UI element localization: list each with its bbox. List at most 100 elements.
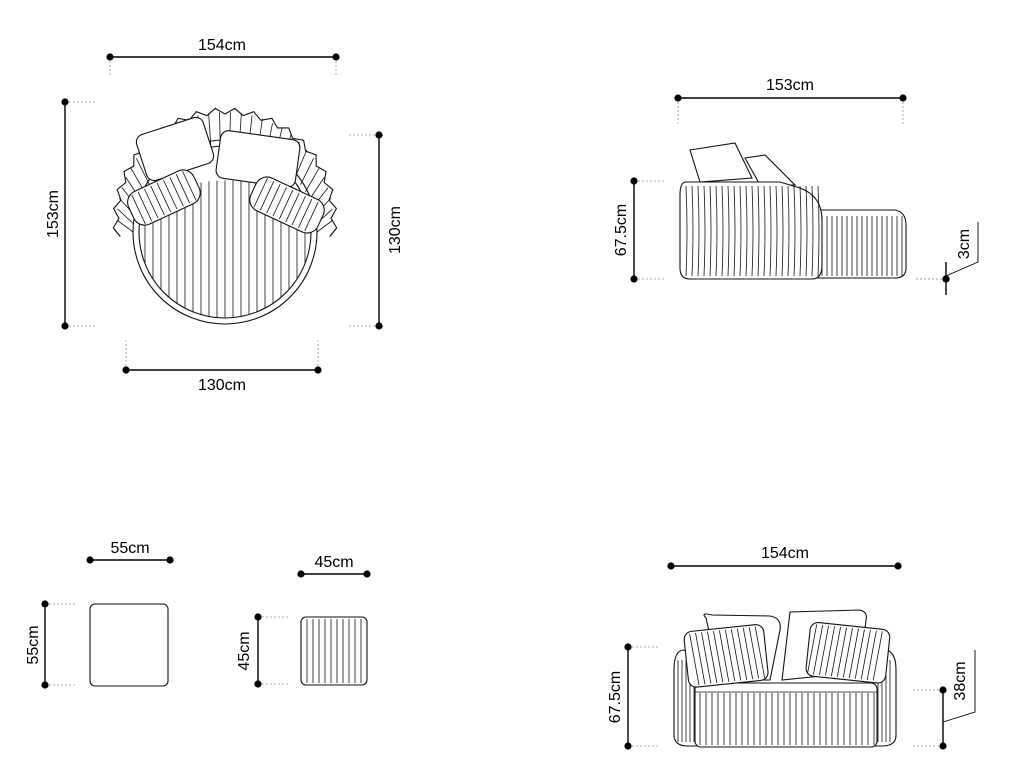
- side-view-chair: [679, 142, 907, 280]
- top-base-width-label: 130cm: [198, 377, 246, 394]
- cushion-body: [249, 176, 325, 234]
- ring-rib: [117, 208, 134, 224]
- cushion-rib: [848, 628, 859, 679]
- side-seat-front: [814, 209, 907, 279]
- dimension-dot: [375, 322, 383, 330]
- dimension-vertical: [630, 177, 664, 283]
- side-rib: [697, 185, 700, 277]
- furniture-drawings: [89, 107, 907, 748]
- dimension-dot: [41, 681, 49, 689]
- rolled-cushion-left: [127, 169, 201, 226]
- side-rib: [775, 185, 778, 277]
- cushion-rib: [298, 198, 313, 229]
- dimension-dot: [254, 680, 262, 688]
- cushion-body: [683, 624, 769, 688]
- cushion-rib: [836, 627, 847, 677]
- cushion-rib: [144, 188, 159, 219]
- front-height-label: 67.5cm: [607, 671, 624, 723]
- side-rolled-cushion: [744, 154, 797, 186]
- side-rib: [745, 185, 748, 277]
- side-height-label: 67.5cm: [613, 204, 630, 256]
- side-rib: [703, 185, 706, 277]
- dimension-dot: [332, 53, 340, 61]
- dimension-dot: [166, 556, 174, 564]
- side-rib: [751, 185, 754, 277]
- ring-rib: [309, 177, 325, 200]
- cushion-rib: [131, 194, 146, 225]
- dimension-dot: [667, 562, 675, 570]
- rolled-cushion-right: [249, 176, 325, 234]
- side-rib: [757, 185, 760, 277]
- dimension-vertical: [349, 131, 383, 330]
- cushion-rib: [748, 627, 760, 679]
- cushion-rib: [291, 195, 306, 226]
- cushion-rib: [860, 629, 871, 680]
- cushion-rib: [742, 627, 754, 680]
- front-view-chair: [673, 609, 897, 748]
- dimension-lines: [41, 53, 979, 750]
- front-seat-height-label: 38cm: [952, 661, 969, 700]
- square-cushion: [89, 603, 169, 687]
- side-rib: [709, 185, 712, 277]
- top-view-chair: [112, 107, 338, 325]
- cushion-rib: [175, 174, 191, 204]
- dimension-dot: [894, 562, 902, 570]
- dimension-dot: [899, 94, 907, 102]
- ring-rib: [316, 219, 334, 233]
- front-rolled-cushion-left: [683, 624, 769, 688]
- dimension-dot: [86, 556, 94, 564]
- side-back-cushion: [689, 142, 753, 183]
- side-leg-label: 3cm: [956, 229, 973, 259]
- cushion-rib: [872, 631, 883, 681]
- dimension-dot: [939, 686, 947, 694]
- side-rib: [811, 185, 814, 277]
- dimension-dot: [674, 94, 682, 102]
- ring-rib: [300, 158, 315, 185]
- dimension-dot: [297, 570, 305, 578]
- cushion-large-width-label: 55cm: [110, 540, 149, 557]
- dimension-dot: [106, 53, 114, 61]
- side-rib: [685, 185, 688, 277]
- cushion-rib: [150, 185, 165, 216]
- cushion-small-width-label: 45cm: [314, 554, 353, 571]
- leader-line: [945, 222, 979, 277]
- front-rolled-cushion-right: [805, 621, 891, 684]
- cushion-large-height-label: 55cm: [25, 625, 42, 664]
- cushion-rib: [713, 631, 724, 683]
- cushion-rib: [854, 629, 865, 679]
- dimension-horizontal: [106, 53, 340, 77]
- cushion-rib: [266, 183, 281, 214]
- cushion-rib: [272, 186, 287, 217]
- cushion-rib: [813, 624, 824, 675]
- cushion-rib: [830, 626, 841, 677]
- dimension-vertical: [41, 600, 75, 689]
- side-rib: [781, 185, 784, 277]
- cushion-rib: [807, 624, 818, 674]
- dimension-dot: [254, 613, 262, 621]
- dimension-dot: [630, 275, 638, 283]
- cushion-rib: [259, 181, 275, 211]
- cushion-rib: [701, 632, 712, 684]
- cushion-rib: [730, 629, 742, 681]
- side-rib: [769, 185, 772, 277]
- cushion-rib: [278, 189, 294, 220]
- dimension-vertical: [624, 643, 658, 750]
- cushion-rib: [182, 171, 197, 201]
- dimension-vertical: [913, 686, 947, 750]
- top-seat-depth-label: 130cm: [387, 206, 404, 254]
- side-rib: [805, 185, 808, 277]
- ring-rib: [135, 158, 150, 185]
- cushion-rib: [866, 630, 877, 681]
- side-rib: [733, 185, 736, 277]
- dimension-dot: [624, 643, 632, 651]
- dimension-horizontal: [122, 340, 322, 374]
- dimension-horizontal: [297, 570, 371, 578]
- dimension-vertical: [61, 98, 95, 330]
- cushion-rib: [156, 182, 172, 213]
- cushion-rib: [754, 626, 766, 679]
- side-rib: [691, 185, 694, 277]
- top-depth-label: 153cm: [45, 190, 62, 238]
- dimension-dot: [61, 98, 69, 106]
- dimension-dot: [939, 742, 947, 750]
